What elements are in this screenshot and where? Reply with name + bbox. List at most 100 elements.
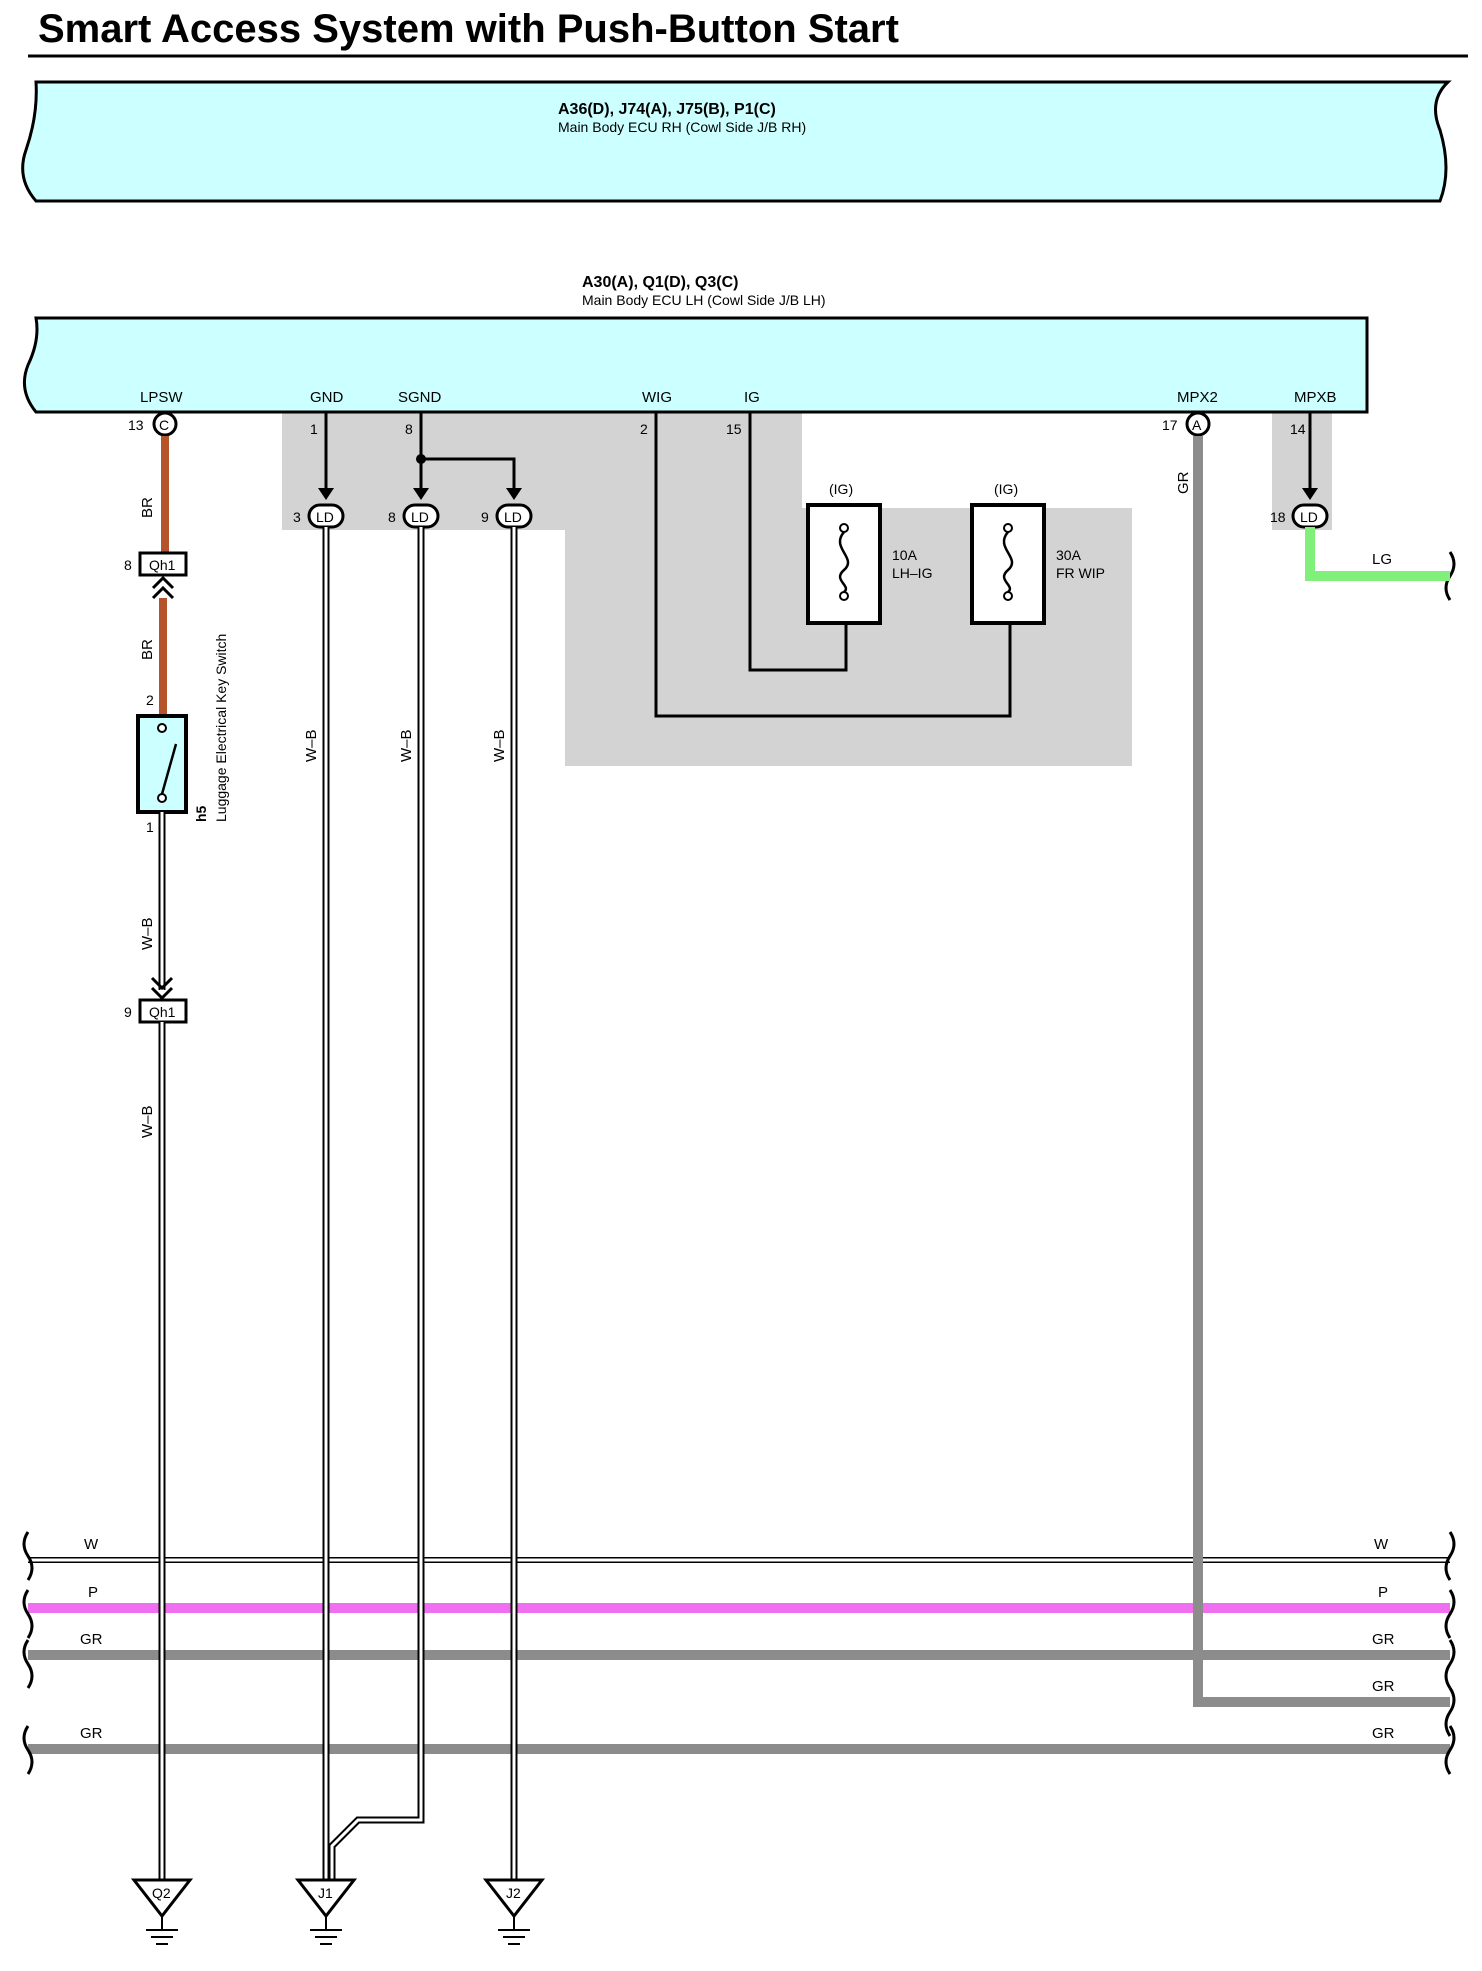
ground-j2-label: J2 bbox=[506, 1885, 521, 1901]
bus-p-label-left: P bbox=[88, 1584, 98, 1601]
wire-label-gr-mpx2: GR bbox=[1175, 471, 1192, 494]
switch-contact-bottom bbox=[157, 793, 167, 803]
wire-label-wb-j2: W–B bbox=[491, 729, 508, 762]
ld-pin-8: 8 bbox=[388, 509, 396, 525]
connector-chevron-lower-1 bbox=[150, 976, 174, 991]
wire-label-wb-lpsw-2: W–B bbox=[139, 1105, 156, 1138]
bus-p-label-right: P bbox=[1378, 1584, 1388, 1601]
arrow-sgnd bbox=[413, 488, 429, 500]
ground-j1-label: J1 bbox=[318, 1885, 333, 1901]
fuse-1-rating: 10A bbox=[892, 547, 918, 563]
switch-blade bbox=[160, 743, 178, 795]
wire-gr-mpx2 bbox=[1193, 436, 1450, 1707]
fuse-2-name: FR WIP bbox=[1056, 565, 1105, 581]
ecu-lh-connectors: A30(A), Q1(D), Q3(C) bbox=[582, 274, 738, 291]
connector-a-letter: A bbox=[1192, 417, 1202, 433]
ground-q2 bbox=[130, 1878, 194, 1945]
page-title: Smart Access System with Push-Button Sta… bbox=[38, 7, 899, 51]
svg-text:LD: LD bbox=[504, 509, 522, 525]
switch-pin-bottom: 1 bbox=[146, 819, 154, 835]
wire-label-br-lower: BR bbox=[139, 639, 156, 660]
arrow-sgnd-branch bbox=[506, 488, 522, 500]
ecu-rh-name: Main Body ECU RH (Cowl Side J/B RH) bbox=[558, 119, 806, 135]
fuse-30a-contact-bottom bbox=[1003, 591, 1013, 601]
fuse-1-name: LH–IG bbox=[892, 565, 932, 581]
wire-label-br-upper: BR bbox=[139, 497, 156, 518]
terminal-mpx2: MPX2 bbox=[1177, 389, 1218, 406]
connector-c-marker bbox=[152, 411, 178, 437]
fuse-2-supply: (IG) bbox=[994, 481, 1018, 497]
ecu-lh-name: Main Body ECU LH (Cowl Side J/B LH) bbox=[582, 292, 826, 308]
fuse-30a-body bbox=[970, 503, 1046, 625]
pin-sgnd: 8 bbox=[405, 421, 413, 437]
junction-qh1-lower-pin: 9 bbox=[124, 1004, 132, 1020]
terminal-ig: IG bbox=[744, 389, 760, 406]
terminal-gnd: GND bbox=[310, 389, 344, 406]
wire-lg-mpxb bbox=[1305, 527, 1450, 581]
switch-name: Luggage Electrical Key Switch bbox=[213, 634, 229, 822]
break-marks-right bbox=[1444, 551, 1456, 1775]
ld-pin-9: 9 bbox=[481, 509, 489, 525]
ld-connector-18: LD bbox=[1291, 503, 1329, 529]
pin-mpxb: 14 bbox=[1290, 421, 1306, 437]
wire-label-wb-lpsw-1: W–B bbox=[139, 917, 156, 950]
junction-qh1-lower-label: Qh1 bbox=[149, 1004, 176, 1020]
ld-connector-3: LD bbox=[307, 503, 345, 529]
ground-j1 bbox=[294, 1878, 358, 1945]
wire-label-lg: LG bbox=[1372, 551, 1392, 568]
junction-qh1-upper-label: Qh1 bbox=[149, 557, 176, 573]
ecu-rh-block bbox=[21, 80, 1452, 203]
fuse-30a-contact-top bbox=[1003, 523, 1013, 533]
wire-label-wb-sgnd: W–B bbox=[398, 729, 415, 762]
arrow-mpxb bbox=[1302, 488, 1318, 500]
fuse-1-supply: (IG) bbox=[829, 481, 853, 497]
wire-ig-internal bbox=[748, 412, 848, 672]
break-marks-left bbox=[22, 1531, 34, 1775]
fuse-2-rating: 30A bbox=[1056, 547, 1082, 563]
switch-contact-top bbox=[157, 723, 167, 733]
pin-lpsw: 13 bbox=[128, 417, 144, 433]
pin-mpx2: 17 bbox=[1162, 417, 1178, 433]
terminal-lpsw: LPSW bbox=[140, 389, 183, 406]
fuse-10a-element bbox=[838, 531, 850, 593]
wire-crossings bbox=[158, 1540, 1203, 1770]
pin-wig: 2 bbox=[640, 421, 648, 437]
terminal-mpxb: MPXB bbox=[1294, 389, 1337, 406]
connector-chevron-upper-1 bbox=[151, 585, 175, 600]
terminal-wig: WIG bbox=[642, 389, 672, 406]
fuse-10a-contact-top bbox=[839, 523, 849, 533]
bus-w-label-right: W bbox=[1374, 1536, 1389, 1553]
svg-text:LD: LD bbox=[316, 509, 334, 525]
ld-connector-8: LD bbox=[402, 503, 440, 529]
switch-id: h5 bbox=[193, 805, 209, 822]
fuse-10a-contact-bottom bbox=[839, 591, 849, 601]
switch-pin-top: 2 bbox=[146, 692, 154, 708]
junction-qh1-upper bbox=[138, 551, 188, 577]
wire-sgnd-branch bbox=[421, 457, 516, 495]
bus-gr3-label-left: GR bbox=[80, 1725, 103, 1742]
arrow-gnd bbox=[318, 488, 334, 500]
bus-gr1-label-left: GR bbox=[80, 1631, 103, 1648]
svg-text:LD: LD bbox=[411, 509, 429, 525]
shaded-fuse-area bbox=[565, 412, 802, 766]
wire-label-wb-gnd: W–B bbox=[303, 729, 320, 762]
bus-gr1-label-right: GR bbox=[1372, 1631, 1395, 1648]
ecu-rh-connectors: A36(D), J74(A), J75(B), P1(C) bbox=[558, 101, 776, 118]
terminal-sgnd: SGND bbox=[398, 389, 442, 406]
wire-wb-sgnd bbox=[328, 527, 425, 1880]
svg-text:LD: LD bbox=[1300, 509, 1318, 525]
ld-pin-18: 18 bbox=[1270, 509, 1286, 525]
fuse-10a-body bbox=[806, 503, 882, 625]
ld-connector-9: LD bbox=[495, 503, 533, 529]
pin-ig: 15 bbox=[726, 421, 742, 437]
connector-a-marker bbox=[1185, 411, 1211, 437]
fuse-30a-element bbox=[1002, 531, 1014, 593]
connector-chevron-lower-2 bbox=[150, 986, 174, 1001]
ecu-lh-block bbox=[22, 316, 1369, 414]
pin-gnd: 1 bbox=[310, 421, 318, 437]
connector-c-letter: C bbox=[159, 417, 169, 433]
bus-w-label-left: W bbox=[84, 1536, 99, 1553]
bus-gr3-label-right: GR bbox=[1372, 1725, 1395, 1742]
connector-chevron-upper-2 bbox=[151, 575, 175, 590]
